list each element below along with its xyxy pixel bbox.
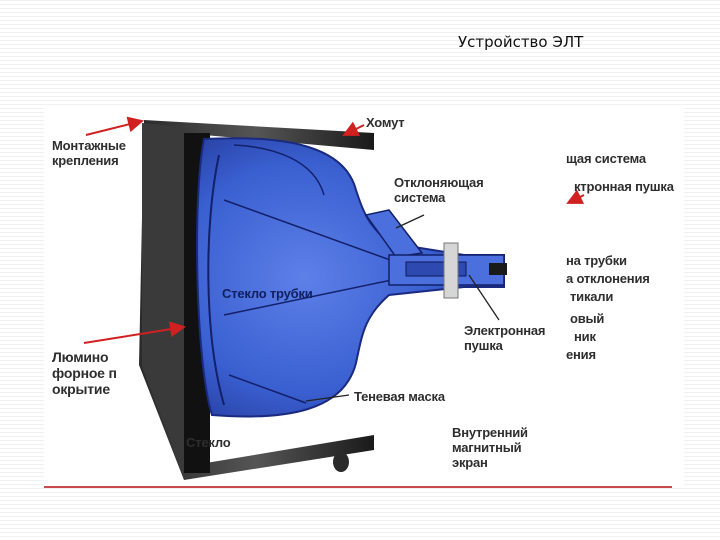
arrow-gun bbox=[566, 189, 585, 204]
label-electron-gun: Электронная пушка bbox=[464, 323, 546, 353]
label-partial-new-1: овый bbox=[570, 311, 605, 326]
crt-illustration bbox=[83, 116, 585, 480]
label-partial-new-2: ник bbox=[574, 329, 596, 344]
leader-deflection bbox=[395, 214, 425, 229]
gun-collar bbox=[443, 242, 459, 299]
label-tube-neck-partial: на трубки bbox=[566, 253, 627, 268]
label-partial-new-3: ения bbox=[566, 347, 596, 362]
screen-inner bbox=[233, 144, 325, 196]
slide-title: Устройство ЭЛТ bbox=[458, 33, 584, 51]
mask-edge bbox=[228, 374, 307, 404]
leader-gun bbox=[468, 274, 500, 321]
label-clamp: Хомут bbox=[366, 115, 405, 130]
label-glass: Стекло bbox=[186, 435, 231, 450]
front-glass-panel bbox=[142, 123, 184, 475]
label-vertical-partial-2: тикали bbox=[570, 289, 614, 304]
label-gun-partial: ктронная пушка bbox=[574, 179, 674, 194]
leader-mask bbox=[305, 394, 350, 402]
label-mounting: Монтажные крепления bbox=[52, 138, 126, 168]
deflection-yoke bbox=[364, 209, 424, 258]
mount-foot bbox=[333, 452, 349, 472]
beam-line-1 bbox=[223, 199, 405, 266]
label-phosphor: Люминофорное покрытие bbox=[52, 349, 117, 397]
gun-base bbox=[489, 263, 507, 275]
label-inner-shield: Внутренний магнитный экран bbox=[452, 425, 528, 470]
arrow-mounting bbox=[85, 116, 144, 136]
label-tube-glass: Стекло трубки bbox=[222, 286, 313, 301]
label-shadow-mask: Теневая маска bbox=[354, 389, 445, 404]
crt-diagram: Монтажные крепления Хомут щая система кт… bbox=[44, 105, 684, 485]
crt-bulb bbox=[196, 137, 505, 418]
label-vertical-partial-1: а отклонения bbox=[566, 271, 650, 286]
arrow-phosphor bbox=[83, 321, 186, 344]
shadow-mask-line bbox=[207, 154, 225, 406]
beam-line-2 bbox=[223, 276, 407, 316]
label-deflection-partial: щая система bbox=[566, 151, 646, 166]
arrow-clamp bbox=[342, 121, 365, 136]
label-deflection-system: Отклоняющая система bbox=[394, 175, 484, 205]
bottom-rule bbox=[44, 486, 672, 488]
